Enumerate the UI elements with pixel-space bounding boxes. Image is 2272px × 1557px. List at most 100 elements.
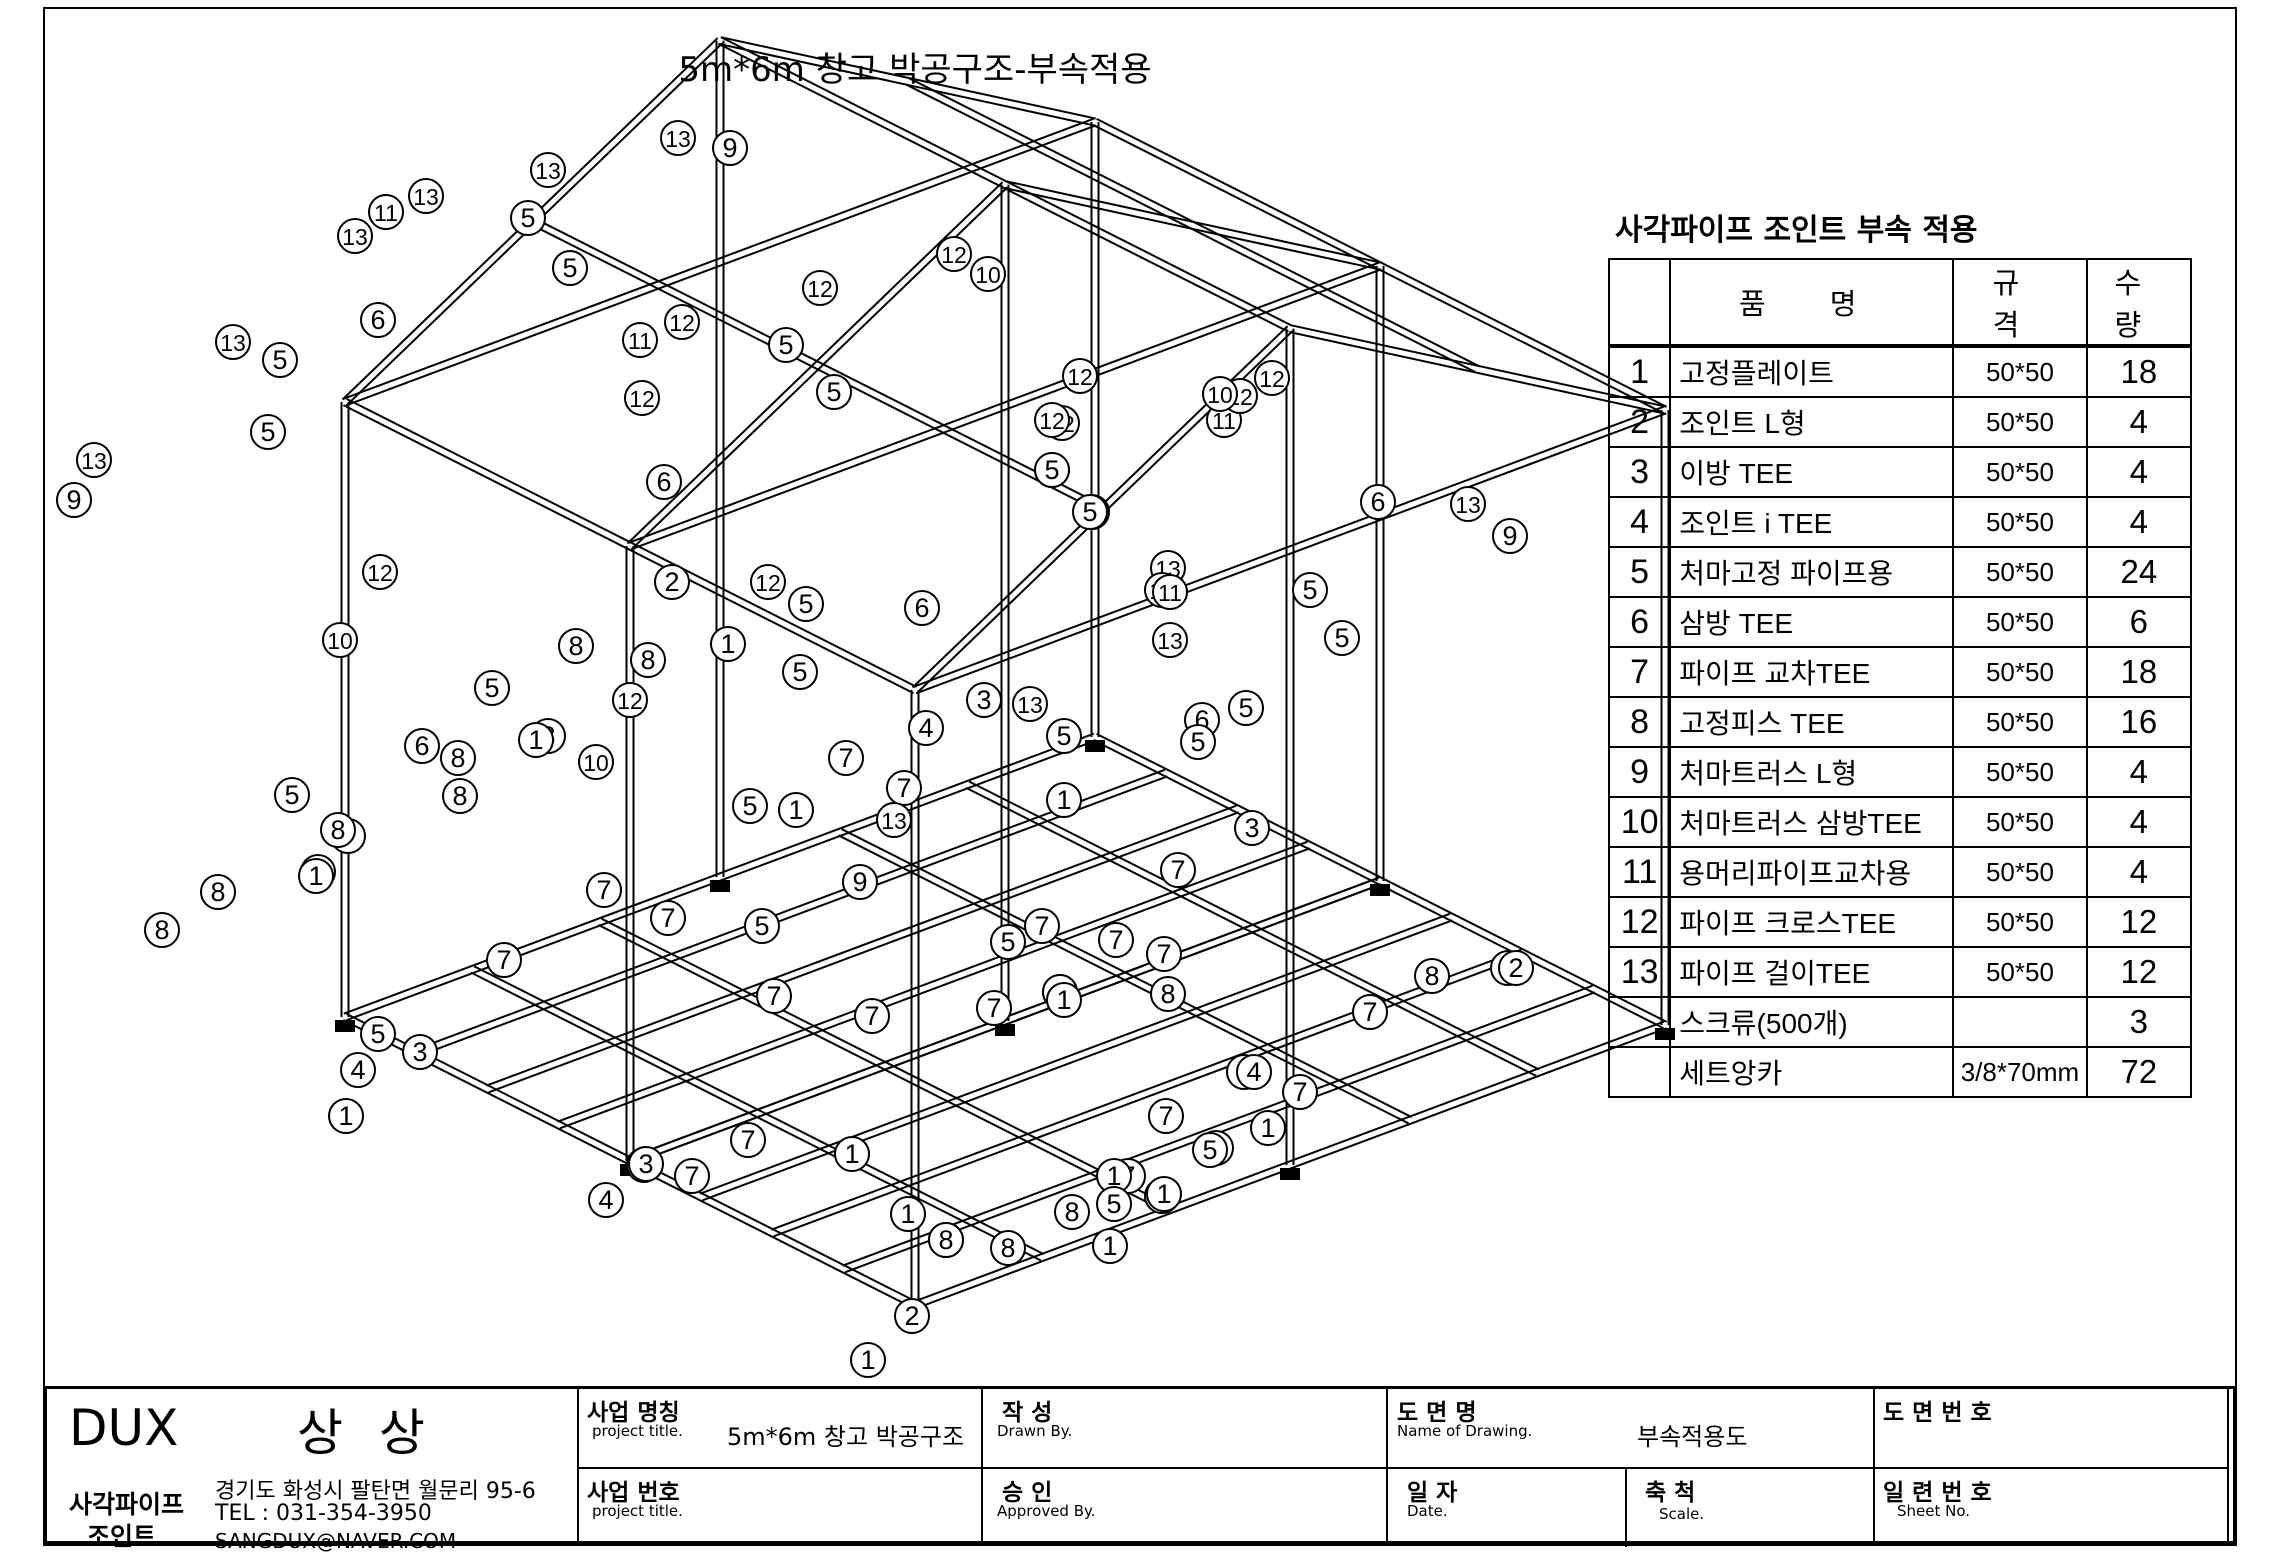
callout-circle <box>440 740 476 776</box>
callout-circle <box>1072 494 1108 530</box>
callout-circle <box>76 442 112 478</box>
callout-number: 12 <box>367 560 393 586</box>
callout-number: 5 <box>826 377 841 407</box>
callout-circle <box>510 200 546 236</box>
bom-cell-qty: 6 <box>2085 596 2193 648</box>
part-callout: 5 <box>788 586 824 622</box>
bom-cell-no: 11 <box>1607 846 1672 898</box>
part-callout: 8 <box>442 778 478 814</box>
part-callout: 1 <box>1092 1228 1128 1264</box>
callout-circle <box>1150 976 1186 1012</box>
bom-cell-name: 파이프 교차TEE <box>1669 646 1955 698</box>
callout-number: 1 <box>1102 1231 1117 1261</box>
callout-number: 11 <box>374 200 398 226</box>
callout-number: 6 <box>370 305 385 335</box>
callout-number: 8 <box>1064 1197 1079 1227</box>
callout-number: 7 <box>986 993 1001 1023</box>
part-callout: 5 <box>1292 572 1328 608</box>
callout-circle <box>1352 994 1388 1030</box>
floor-stringer <box>968 780 1540 1071</box>
callout-circle <box>1180 724 1216 760</box>
callout-number: 7 <box>496 945 511 975</box>
callout-number: 7 <box>1292 1077 1307 1107</box>
callout-number: 8 <box>568 631 583 661</box>
bom-cell-no: 4 <box>1607 496 1672 548</box>
scale-label: 축 척 <box>1645 1480 1696 1506</box>
callout-circle <box>1202 376 1238 412</box>
callout-number: 6 <box>914 593 929 623</box>
callout-circle <box>1012 686 1048 722</box>
eave-beam <box>342 404 914 695</box>
bom-cell-qty: 4 <box>2085 846 2193 898</box>
bom-cell-name: 스크류(500개) <box>1669 996 1955 1048</box>
callout-circle <box>650 900 686 936</box>
part-callout: 6 <box>646 464 682 500</box>
part-callout: 3 <box>966 682 1002 718</box>
callout-number: 5 <box>1082 497 1097 527</box>
drawing-name-value: 부속적용도 <box>1637 1423 1748 1451</box>
callout-circle <box>1292 572 1328 608</box>
callout-number: 11 <box>628 328 652 354</box>
part-callout: 12 <box>1254 360 1290 396</box>
bom-header-spec: 규 격 <box>1952 258 2088 348</box>
part-callout: 13 <box>215 324 251 360</box>
callout-number: 1 <box>788 795 803 825</box>
callout-number: 7 <box>684 1161 699 1191</box>
bom-cell-spec: 50*50 <box>1952 546 2088 598</box>
floor-beam <box>1096 732 1668 1023</box>
callout-circle <box>250 414 286 450</box>
callout-number: 1 <box>338 1101 353 1131</box>
bom-cell-qty: 12 <box>2085 946 2193 998</box>
bom-cell-qty: 3 <box>2085 996 2193 1048</box>
part-callout: 8 <box>990 1230 1026 1266</box>
part-callout: 5 <box>768 327 804 363</box>
callout-circle <box>1152 574 1188 610</box>
bom-cell-spec: 50*50 <box>1952 796 2088 848</box>
drawn-label: 작 성 <box>1002 1400 1053 1426</box>
callout-number: 13 <box>220 330 246 356</box>
callout-number: 6 <box>414 731 429 761</box>
bom-cell-qty: 16 <box>2085 696 2193 748</box>
bom-cell-spec: 50*50 <box>1952 746 2088 798</box>
project-name-value: 5m*6m 창고 박공구조 <box>727 1423 965 1451</box>
callout-number: 2 <box>904 1301 919 1331</box>
sheet-no-label: 일 련 번 호 <box>1883 1480 1992 1506</box>
part-callout: 7 <box>828 740 864 776</box>
callout-circle <box>654 564 690 600</box>
callout-number: 1 <box>1260 1113 1275 1143</box>
part-callout: 7 <box>886 770 922 806</box>
sheet-border <box>43 7 2237 1546</box>
part-callout: 4 <box>908 710 944 746</box>
part-callout: 9 <box>1492 518 1528 554</box>
callout-circle <box>1228 690 1264 726</box>
bom-cell-name: 용머리파이프교차용 <box>1669 846 1955 898</box>
callout-circle <box>730 1122 766 1158</box>
tie-beam <box>913 405 1665 688</box>
warehouse-frame-drawing <box>335 36 1675 1320</box>
callout-number: 7 <box>1108 925 1123 955</box>
part-callout: 6 <box>404 728 440 764</box>
part-callout: 13 <box>1450 486 1486 522</box>
callout-circle <box>788 586 824 622</box>
bom-cell-name: 파이프 크로스TEE <box>1669 896 1955 948</box>
callout-circle <box>486 942 522 978</box>
callout-number: 8 <box>452 781 467 811</box>
callout-circle <box>1282 1074 1318 1110</box>
callout-number: 7 <box>596 875 611 905</box>
bom-cell-no: 2 <box>1607 396 1672 448</box>
callout-circle <box>1046 718 1082 754</box>
callout-number: 9 <box>1502 521 1517 551</box>
callout-circle <box>404 728 440 764</box>
callout-circle <box>337 218 373 254</box>
bom-cell-no: 9 <box>1607 746 1672 798</box>
callout-circle <box>1146 1176 1182 1212</box>
callout-number: 5 <box>742 791 757 821</box>
part-callout: 5 <box>990 924 1026 960</box>
callout-circle <box>628 1146 664 1182</box>
bom-cell-spec: 50*50 <box>1952 596 2088 648</box>
bom-cell-no: 13 <box>1607 946 1672 998</box>
